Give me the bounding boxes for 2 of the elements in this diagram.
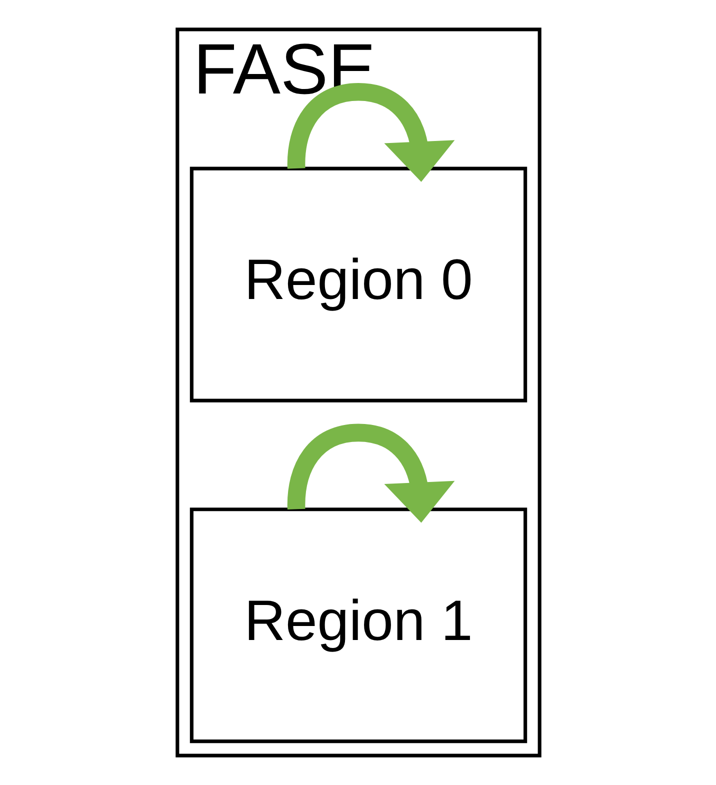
node-box: Region 1 [189, 508, 527, 744]
node-box: Region 0 [189, 166, 527, 402]
